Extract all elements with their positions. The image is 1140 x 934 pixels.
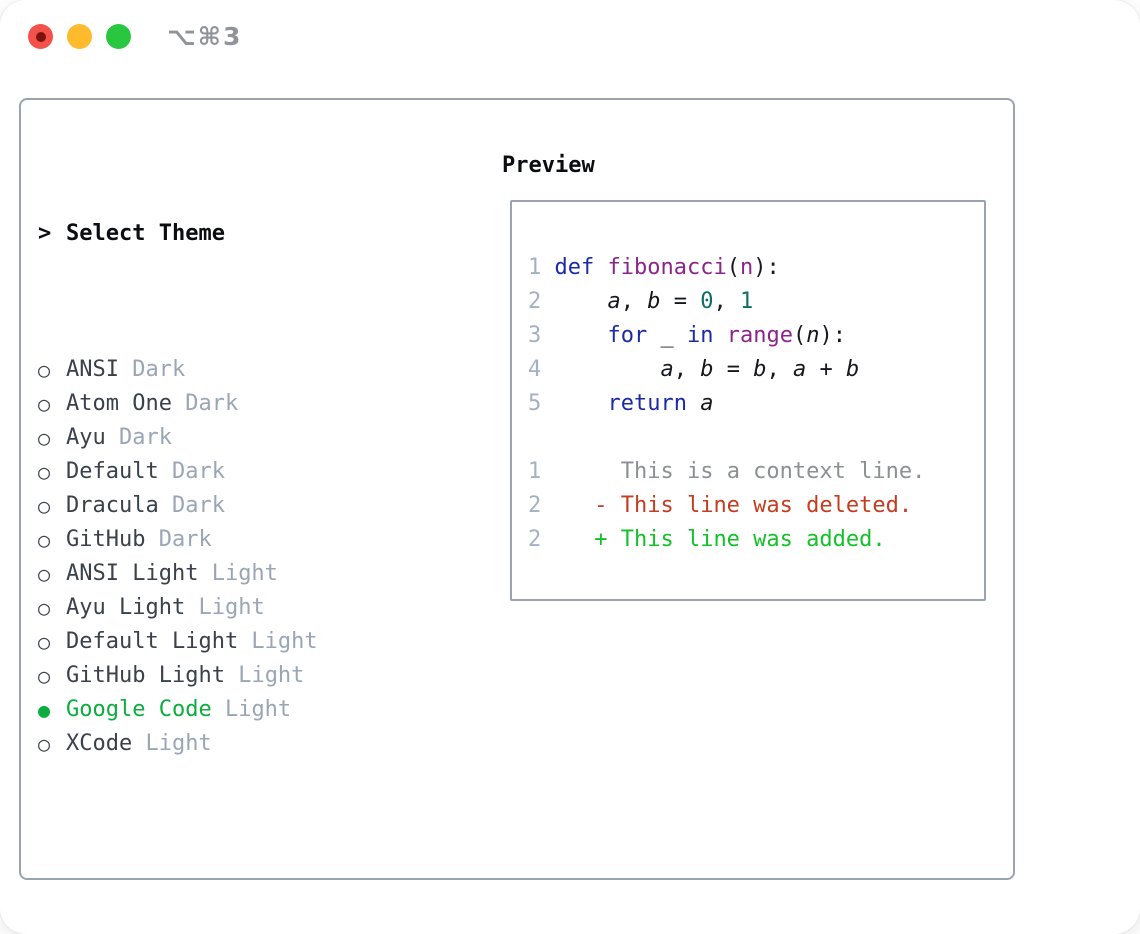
theme-name: Google Code [66,697,212,722]
theme-variant: Light [238,629,318,654]
theme-option-ansi[interactable]: ○ ANSI Dark [38,353,409,387]
radio-icon: ○ [38,460,51,484]
radio-icon: ○ [38,494,51,518]
theme-option-github-light[interactable]: ○ GitHub Light Light [38,659,409,693]
radio-icon: ○ [38,732,51,756]
minimize-button[interactable] [67,24,92,49]
spacer [38,863,409,897]
radio-selected-icon: ● [38,698,51,722]
theme-variant: Light [132,731,212,756]
code-line: 1 This is a context line. [528,459,926,484]
theme-name: XCode [66,731,133,756]
theme-variant: Light [185,595,265,620]
theme-name: ANSI [66,357,119,382]
code-line: 5 return a [528,391,714,416]
theme-variant: Light [224,663,305,688]
focus-caret-icon: > [38,221,52,246]
code-line: 3 for _ in range(n): [528,323,846,348]
unsaved-indicator-dot [35,31,46,42]
theme-name: Default Light [66,629,239,654]
code-line: 4 a, b = b, a + b [528,357,860,382]
code-line: 1 def fibonacci(n): [528,255,780,280]
theme-name: GitHub [66,527,146,552]
select-theme-heading-label: Select Theme [66,221,225,246]
theme-variant: Dark [105,425,172,450]
theme-option-xcode[interactable]: ○ XCode Light [38,727,409,761]
code-line: 2 + This line was added. [528,527,886,552]
radio-icon: ○ [38,426,51,450]
theme-name: GitHub Light [66,663,225,688]
code-line: 2 a, b = 0, 1 [528,289,754,314]
radio-icon: ○ [38,664,51,688]
radio-icon: ○ [38,596,51,620]
theme-name: Ayu [66,425,106,450]
selector-column: > Select Theme ○ANSI Dark○Atom One Dark○… [38,149,409,934]
code-preview: 1 def fibonacci(n): 2 a, b = 0, 1 3 for _ … [528,251,984,557]
theme-option-dracula[interactable]: ○ Dracula Dark [38,489,409,523]
theme-option-google-code[interactable]: ● Google Code Light [38,693,409,727]
theme-variant: Dark [171,391,239,416]
theme-name: Ayu Light [66,595,186,620]
theme-list: ○ ANSI Dark ○ Atom One Dark ○ Ayu Dark ○ Defaul… [38,353,409,761]
theme-picker-panel: > Select Theme ○ANSI Dark○Atom One Dark○… [19,98,1015,880]
zoom-button[interactable] [106,24,131,49]
theme-variant: Dark [158,459,225,484]
theme-option-github[interactable]: ○ GitHub Dark [38,523,409,557]
theme-variant: Light [211,697,292,722]
theme-variant: Dark [145,527,212,552]
radio-icon: ○ [38,358,51,382]
theme-option-default[interactable]: ○ Default Dark [38,455,409,489]
theme-option-atom-one[interactable]: ○ Atom One Dark [38,387,409,421]
theme-variant: Dark [118,357,186,382]
theme-name: Dracula [66,493,159,518]
close-button[interactable] [28,24,53,49]
theme-option-ansi-light[interactable]: ○ ANSI Light Light [38,557,409,591]
code-blank-line [528,421,984,455]
theme-option-ayu-light[interactable]: ○ Ayu Light Light [38,591,409,625]
titlebar: ⌥⌘3 [0,0,1140,70]
radio-icon: ○ [38,528,51,552]
window-title: ⌥⌘3 [167,22,243,51]
theme-option-ayu[interactable]: ○ Ayu Dark [38,421,409,455]
radio-icon: ○ [38,392,51,416]
radio-icon: ○ [38,562,51,586]
theme-name: Default [66,459,159,484]
theme-name: Atom One [66,391,172,416]
theme-name: ANSI Light [66,561,199,586]
preview-box: 1 def fibonacci(n): 2 a, b = 0, 1 3 for _ … [510,200,986,601]
code-line: 2 - This line was deleted. [528,493,913,518]
select-theme-heading: > Select Theme [38,217,409,251]
theme-variant: Dark [158,493,225,518]
preview-heading: Preview [502,153,595,178]
theme-variant: Light [198,561,278,586]
traffic-lights [28,24,131,49]
theme-option-default-light[interactable]: ○ Default Light Light [38,625,409,659]
radio-icon: ○ [38,630,51,654]
